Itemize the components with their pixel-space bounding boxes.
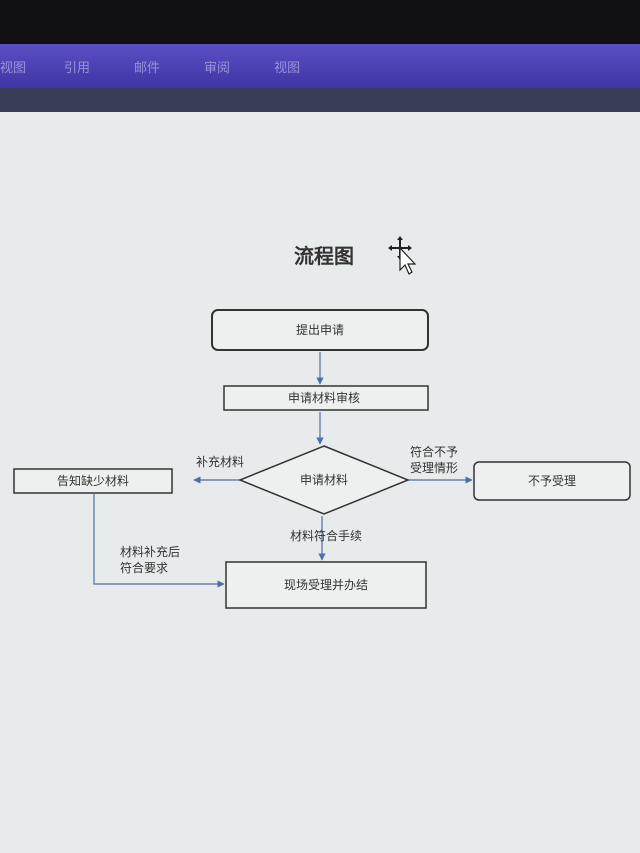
node-decision[interactable]: 申请材料 <box>238 445 410 515</box>
node-notify[interactable]: 告知缺少材料 <box>13 468 173 494</box>
edge-label-not-qualified-1: 符合不予 <box>410 444 458 459</box>
node-reject[interactable]: 不予受理 <box>473 461 631 501</box>
edge-label-after-supp-2: 符合要求 <box>120 560 168 575</box>
tab-mailings[interactable]: 邮件 <box>134 60 161 76</box>
edge-label-supplement: 补充材料 <box>196 454 244 469</box>
node-accept[interactable]: 现场受理并办结 <box>225 561 427 609</box>
svg-text:提出申请: 提出申请 <box>296 322 344 337</box>
tab-references[interactable]: 引用 <box>64 60 91 76</box>
arrow-notify-to-accept <box>93 494 225 588</box>
screen-bezel <box>0 0 640 44</box>
tab-review[interactable]: 审阅 <box>204 60 231 76</box>
svg-text:告知缺少材料: 告知缺少材料 <box>57 473 129 488</box>
svg-text:申请材料审核: 申请材料审核 <box>288 390 360 405</box>
move-cursor-icon <box>388 236 416 275</box>
ribbon-toolbar-strip <box>0 88 640 112</box>
tab-view[interactable]: 视图 <box>274 60 301 76</box>
svg-text:不予受理: 不予受理 <box>528 474 576 488</box>
tab-view-left[interactable]: 视图 <box>0 60 27 76</box>
svg-text:现场受理并办结: 现场受理并办结 <box>284 577 368 592</box>
node-submit[interactable]: 提出申请 <box>211 309 429 351</box>
edge-label-after-supp-1: 材料补充后 <box>120 544 180 559</box>
ribbon-tabs: 视图 引用 邮件 审阅 视图 <box>0 44 640 88</box>
flowchart: 提出申请 申请材料审核 申请材料 告知缺少材料 不予受理 现场受理并办结 补充材… <box>13 309 631 609</box>
document-page[interactable]: 流程图 提出申请 申请材料审核 <box>0 112 640 853</box>
node-review[interactable]: 申请材料审核 <box>223 385 429 411</box>
page-title: 流程图 <box>294 244 354 268</box>
edge-label-qualified: 材料符合手续 <box>290 528 362 543</box>
edge-label-not-qualified-2: 受理情形 <box>410 461 458 475</box>
svg-text:申请材料: 申请材料 <box>300 473 348 487</box>
